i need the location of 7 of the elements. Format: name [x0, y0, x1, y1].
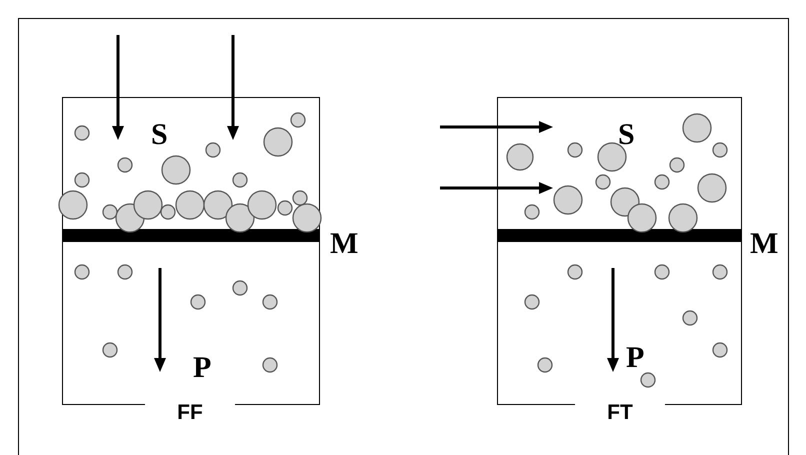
- membrane-label: M: [330, 229, 358, 259]
- membrane-label: M: [750, 229, 778, 259]
- filter-chamber: [497, 97, 742, 405]
- zone-label: P: [626, 343, 644, 373]
- zone-label: S: [618, 120, 635, 150]
- zone-label: S: [151, 120, 168, 150]
- zone-label: P: [193, 353, 212, 383]
